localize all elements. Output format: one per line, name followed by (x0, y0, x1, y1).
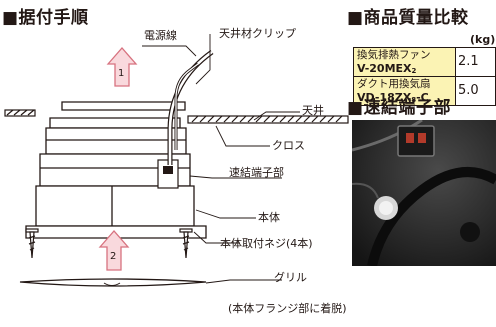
body-label: 本体 (258, 211, 280, 224)
product-model-sub: 8 (411, 96, 417, 104)
product-name-cell: ダクト用換気扇 VD-18ZX8-C (354, 77, 456, 105)
ceiling-clip-label: 天井材クリップ (219, 27, 296, 40)
weight-comparison-title: ■商品質量比較 (347, 8, 469, 28)
terminal-photo-image (352, 120, 496, 266)
grille-label: グリル (274, 271, 307, 284)
install-steps-title: ■据付手順 (2, 8, 89, 28)
cloth-label: クロス (272, 139, 305, 152)
step-2-number: 2 (110, 251, 117, 262)
grille-shape (19, 278, 207, 287)
grille-note: (本体フランジ部に着脱) (228, 302, 347, 315)
weight-row: 換気排熱ファン V-20MEX2 2.1 (353, 47, 496, 77)
product-model-sub: 2 (411, 67, 417, 75)
weight-row: ダクト用換気扇 VD-18ZX8-C 5.0 (353, 76, 496, 106)
power-cable-label: 電源線 (144, 29, 177, 42)
step-1-arrow (106, 47, 138, 87)
weight-unit: (kg) (470, 33, 496, 46)
product-weight: 5.0 (458, 83, 479, 98)
fan-body (25, 101, 207, 239)
installation-diagram (4, 34, 349, 287)
product-weight: 2.1 (458, 54, 479, 69)
product-name: 換気排熱ファン (357, 49, 431, 61)
screw-right (179, 228, 193, 259)
screws-label: 本体取付ネジ(4本) (220, 237, 313, 250)
terminal-label: 速結端子部 (229, 166, 284, 179)
product-model: V-20MEX2 (357, 62, 417, 75)
terminal-section-title: ■速結端子部 (347, 98, 452, 118)
product-model: VD-18ZX8-C (357, 91, 429, 104)
ceiling-right (187, 115, 349, 124)
ceiling-left (4, 109, 36, 117)
product-name-cell: 換気排熱ファン V-20MEX2 (354, 48, 456, 76)
product-name: ダクト用換気扇 (357, 78, 431, 90)
step-1-number: 1 (118, 68, 125, 79)
step-2-arrow (98, 230, 130, 271)
terminal-photo (352, 120, 496, 266)
screw-left (25, 228, 39, 259)
ceiling-label: 天井 (302, 104, 324, 117)
callout-lines (142, 34, 300, 284)
